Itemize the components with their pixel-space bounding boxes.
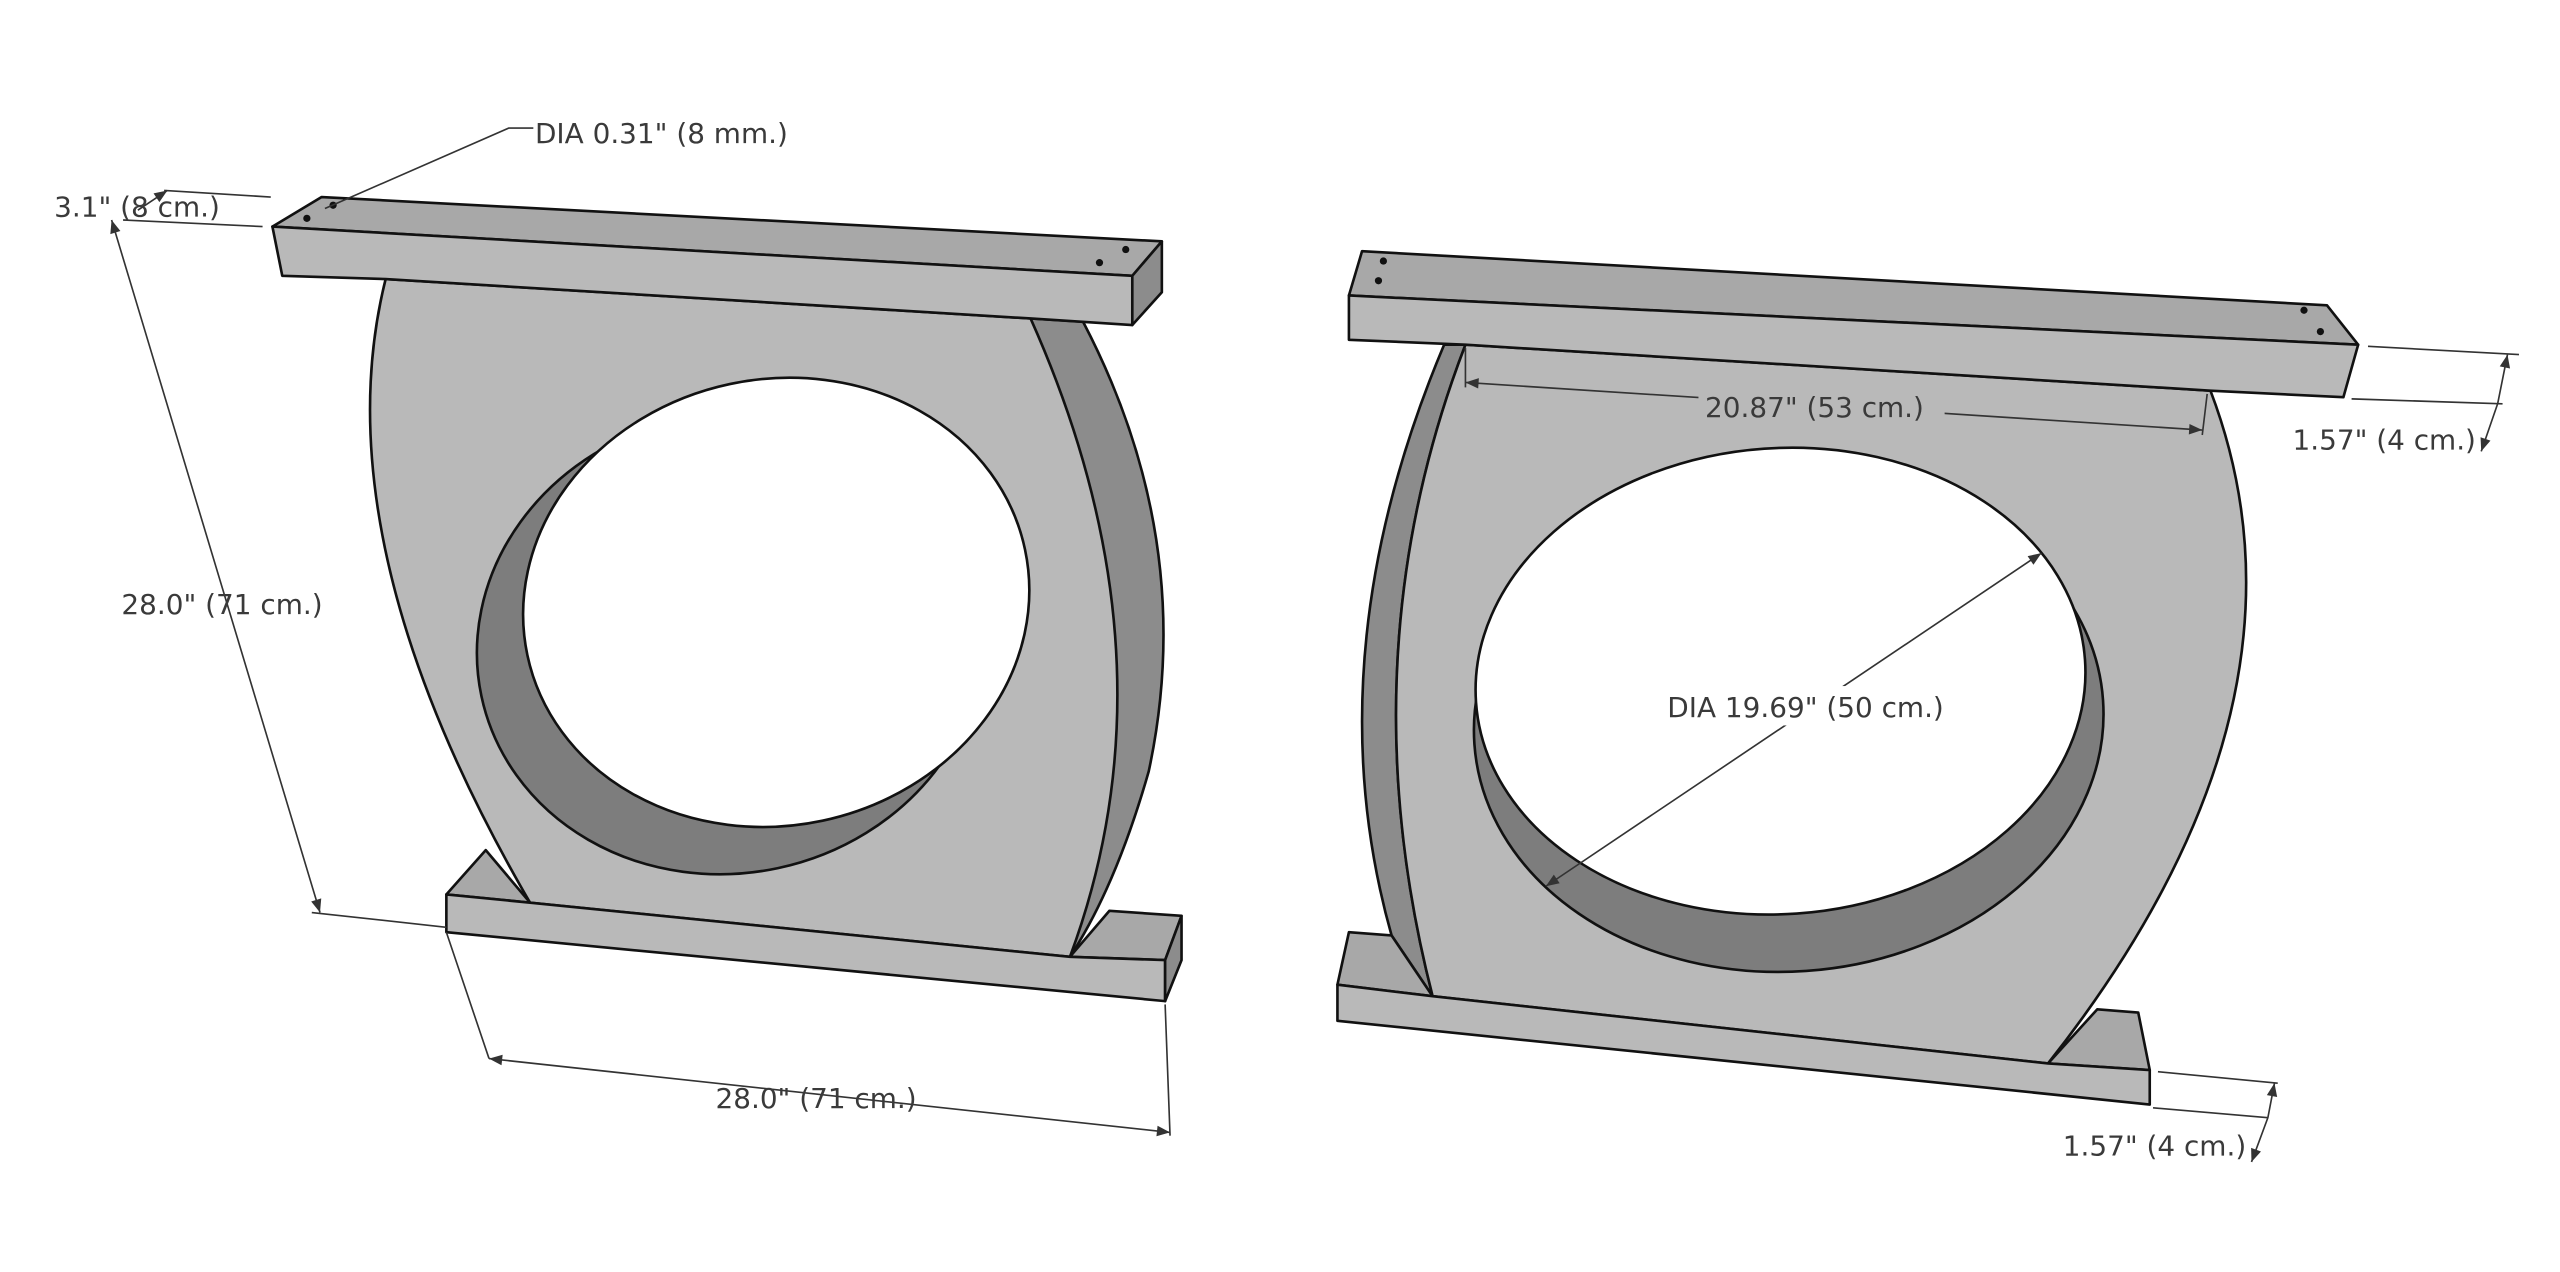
beam-width-label: 3.1" (8 cm.)	[54, 191, 220, 224]
left-beam-end	[1130, 240, 1164, 327]
width-label: 28.0" (71 cm.)	[715, 1082, 916, 1115]
right-beam-front	[1347, 294, 2360, 399]
circle-dia-label: DIA 19.69" (50 cm.)	[1667, 691, 1944, 724]
left-hole	[521, 376, 1031, 829]
right-foot-front	[1336, 983, 2152, 1106]
left-foot-end	[1163, 914, 1183, 1003]
right-leg	[1336, 249, 2360, 1106]
foot-thickness-label: 1.57" (4 cm.)	[2063, 1129, 2246, 1162]
bolt-hole	[1379, 257, 1387, 265]
inner-span-label: 20.87" (53 cm.)	[1705, 391, 1924, 424]
labels: DIA 0.31" (8 mm.) 3.1" (8 cm.) 28.0" (71…	[54, 117, 2476, 1163]
hole-dia-label: DIA 0.31" (8 mm.)	[535, 117, 788, 150]
left-leg	[271, 195, 1183, 1003]
bolt-hole	[2300, 306, 2308, 314]
bolt-hole	[303, 214, 311, 222]
bolt-hole	[1374, 277, 1383, 285]
bolt-hole	[1095, 259, 1104, 267]
beam-thickness-label: 1.57" (4 cm.)	[2293, 424, 2476, 457]
height-label: 28.0" (71 cm.)	[121, 588, 322, 621]
bolt-hole	[2316, 327, 2325, 336]
bolt-hole	[1122, 245, 1130, 254]
